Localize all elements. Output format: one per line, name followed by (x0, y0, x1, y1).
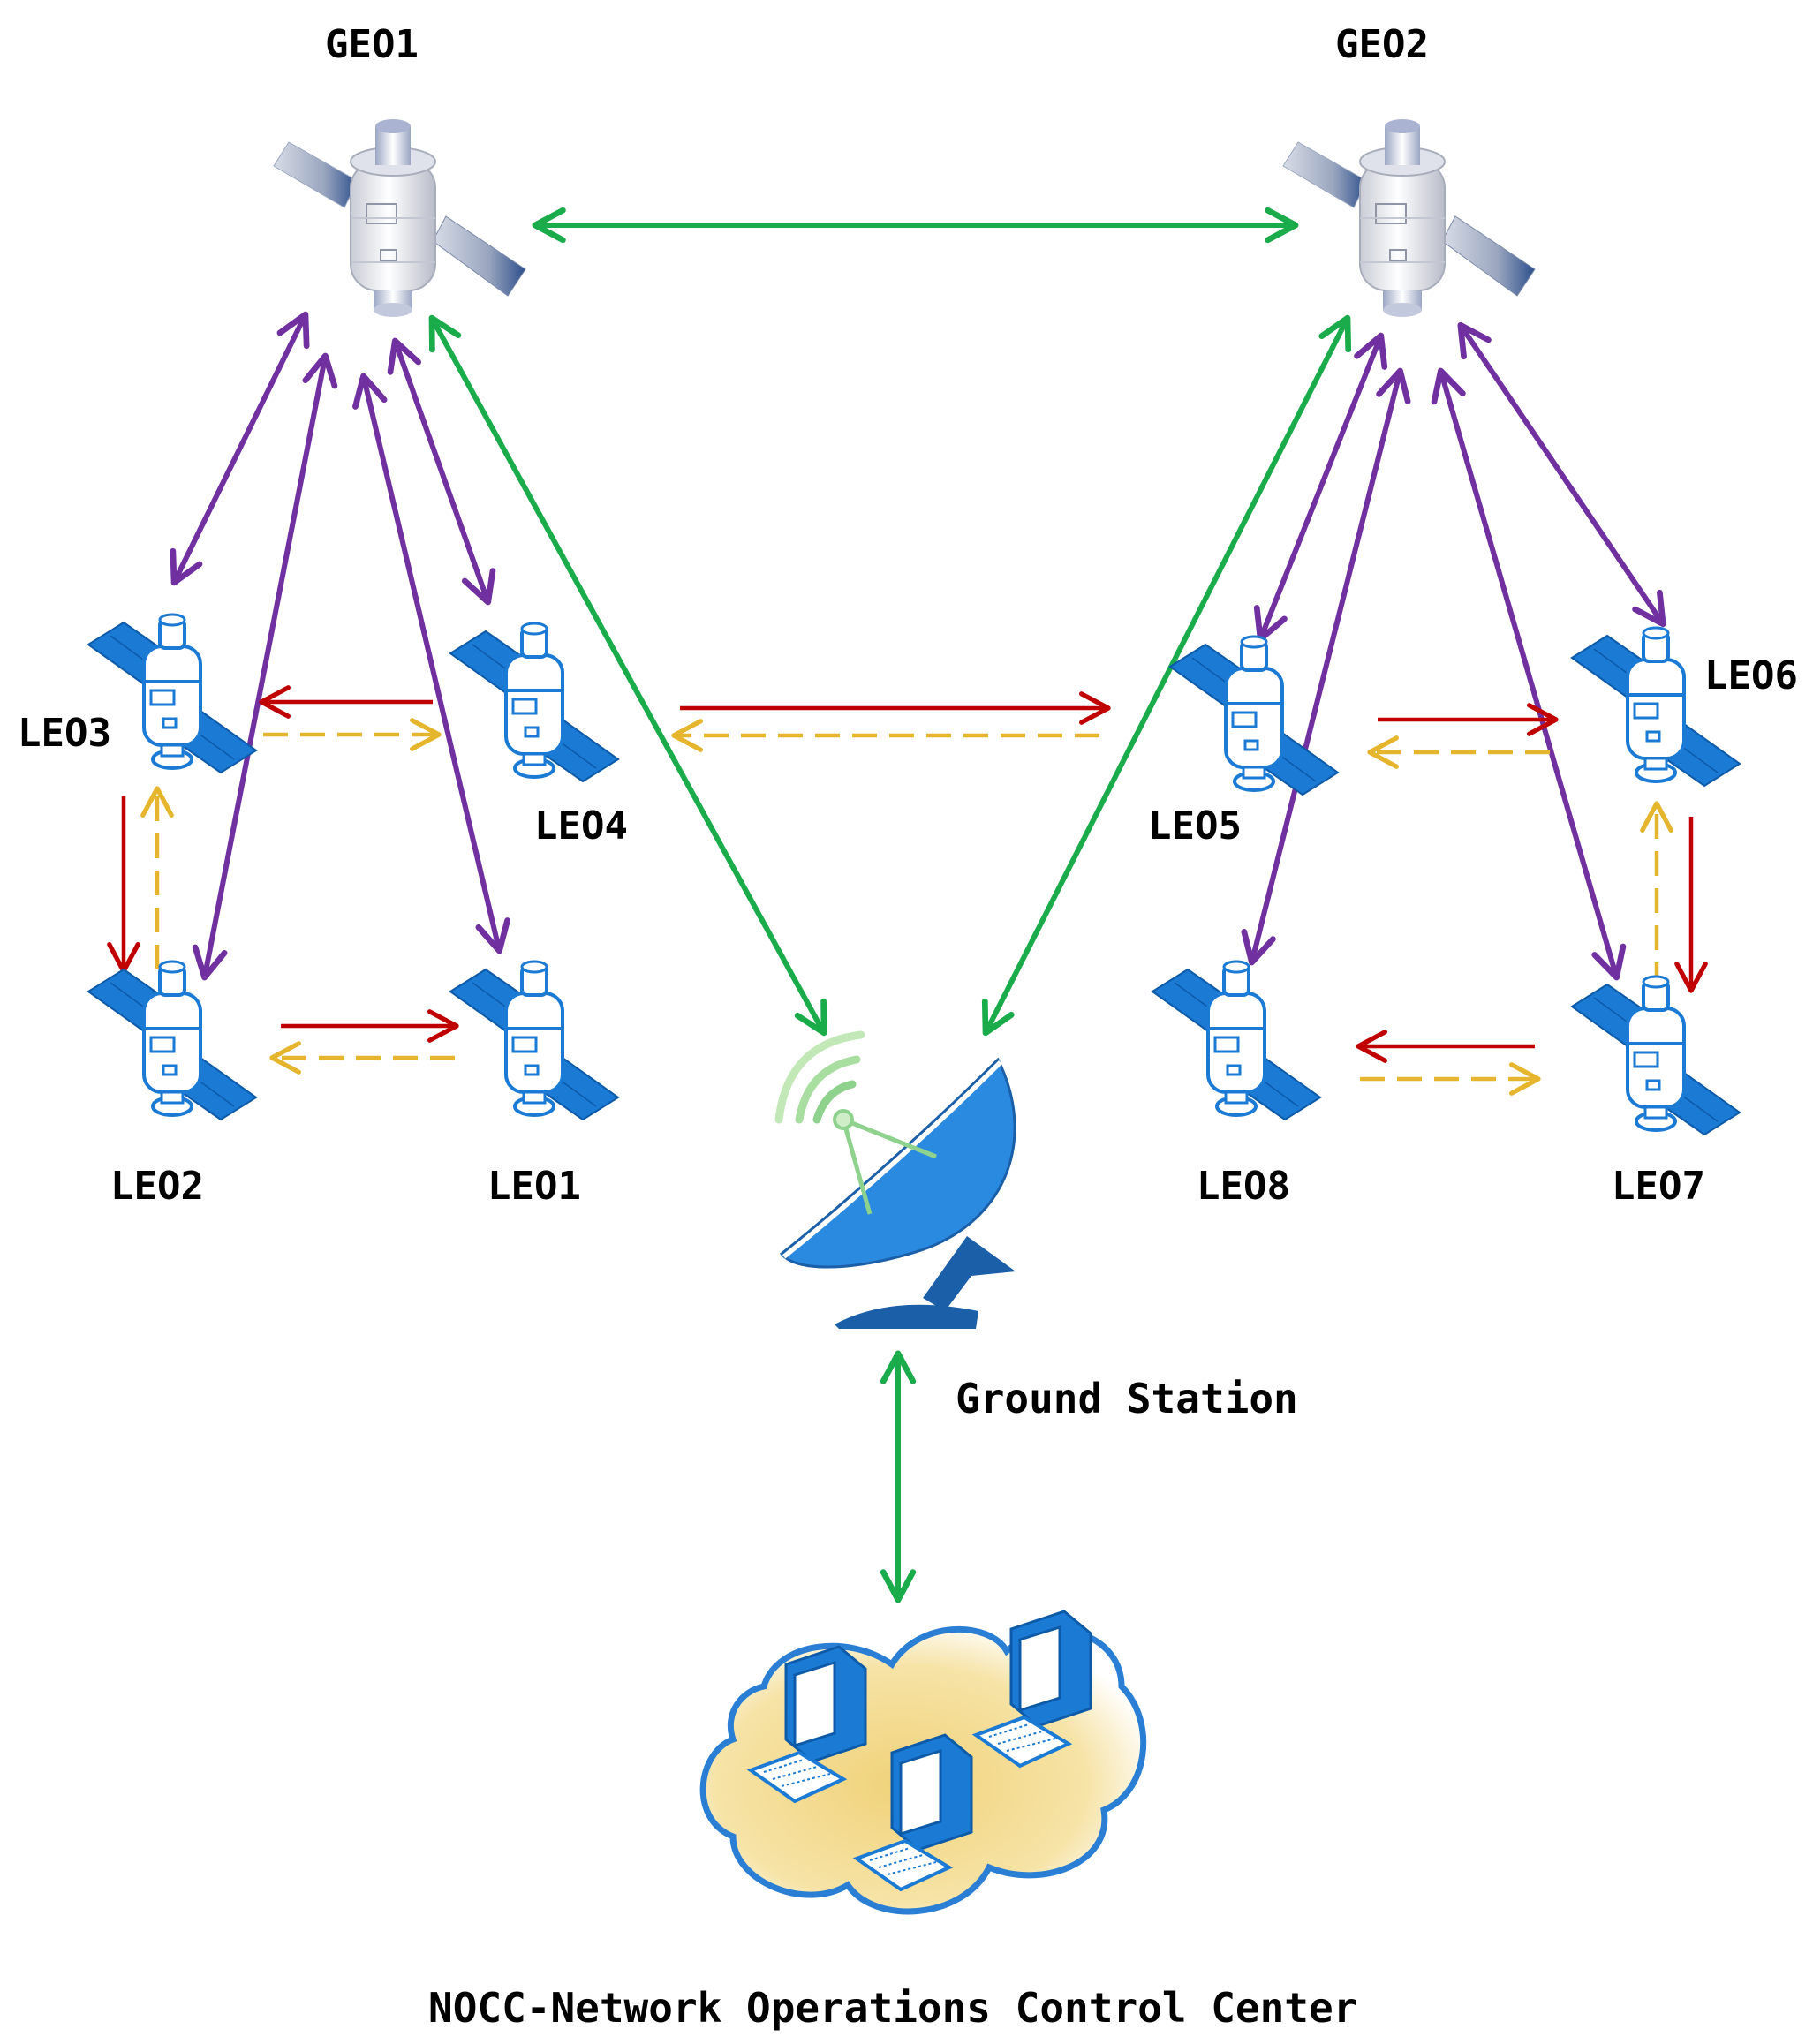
leo1-label: LEO1 (487, 1164, 581, 1209)
leo8-satellite: LEO8 (1151, 960, 1322, 1209)
nocc: NOCC-Network Operations Control Center (428, 1610, 1357, 2032)
leo1-satellite: LEO1 (449, 960, 620, 1209)
leo4-satellite: LEO4 (449, 622, 628, 849)
satellite-icon (1282, 118, 1536, 318)
link-geo2-leo6 (1457, 321, 1666, 628)
ground-station-label: Ground Station (956, 1375, 1298, 1422)
nocc-label: NOCC-Network Operations Control Center (428, 1984, 1357, 2032)
leo6-satellite: LEO6 (1570, 626, 1798, 788)
satellite-icon (87, 613, 258, 774)
satellite-icon (87, 960, 258, 1121)
leo5-label: LEO5 (1148, 803, 1242, 849)
satellite-icon (273, 118, 526, 318)
link-geo1-leo4 (387, 337, 496, 606)
leo7-label: LEO7 (1612, 1164, 1705, 1209)
link-geo2-leo7 (1431, 367, 1627, 981)
leo6-label: LEO6 (1704, 653, 1798, 698)
leo5-satellite: LEO5 (1148, 635, 1340, 849)
geo1-label: GEO1 (325, 22, 419, 67)
satellite-icon (449, 960, 620, 1121)
link-geo1-leo1 (352, 373, 510, 954)
satellite-icon (449, 622, 620, 783)
link-geo2-leo5 (1253, 332, 1388, 643)
geo1-satellite: GEO1 (273, 22, 526, 318)
leo3-satellite: LEO3 (18, 613, 258, 774)
satellite-icon (1151, 960, 1322, 1121)
leo-links (107, 685, 1708, 1096)
leo8-label: LEO8 (1197, 1164, 1290, 1209)
link-geo1-leo3 (170, 311, 310, 586)
leo2-satellite: LEO2 (87, 960, 258, 1209)
link-geo2-ground (981, 314, 1352, 1037)
satellite-dish-icon (774, 1030, 1016, 1329)
leo7-satellite: LEO7 (1570, 975, 1741, 1209)
leo4-label: LEO4 (534, 803, 628, 849)
link-geo1-leo2 (192, 352, 338, 981)
geo2-label: GEO2 (1335, 22, 1429, 67)
satellite-icon (1570, 626, 1741, 788)
satellite-icon (1570, 975, 1741, 1136)
leo2-label: LEO2 (110, 1164, 204, 1209)
leo3-label: LEO3 (18, 711, 111, 756)
geo-leo-links (170, 311, 1666, 981)
computer-network-cloud-icon (699, 1610, 1147, 1915)
ground-station: Ground Station (774, 1030, 1298, 1422)
link-geo2-leo8 (1241, 367, 1411, 966)
geo2-satellite: GEO2 (1282, 22, 1536, 318)
